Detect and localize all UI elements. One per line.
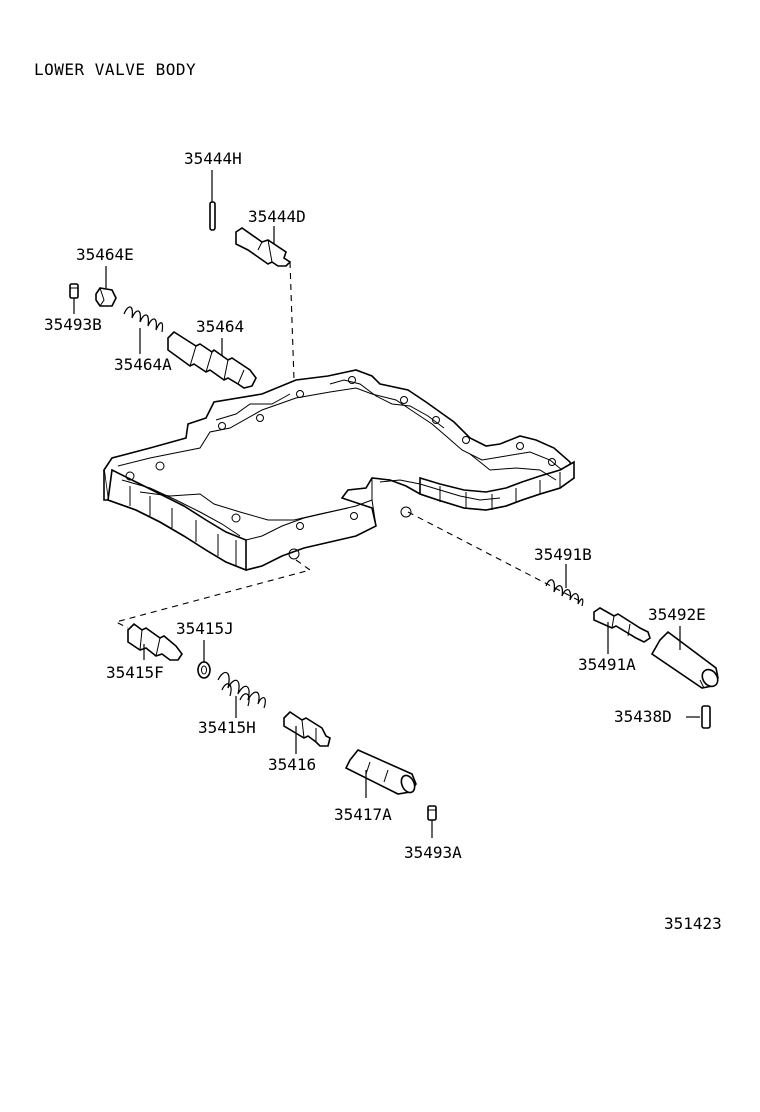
part-35415H: 35415H bbox=[198, 671, 266, 737]
valve-body-plate bbox=[103, 369, 575, 572]
label-35493B: 35493B bbox=[44, 315, 102, 334]
label-35492E: 35492E bbox=[648, 605, 706, 624]
label-35417A: 35417A bbox=[334, 805, 392, 824]
install-line-right bbox=[407, 511, 579, 601]
label-35464A: 35464A bbox=[114, 355, 172, 374]
part-35438D: 35438D bbox=[614, 705, 711, 729]
part-35493A: 35493A bbox=[404, 805, 462, 862]
label-35491A: 35491A bbox=[578, 655, 636, 674]
install-line-upper bbox=[289, 261, 295, 381]
label-35464E: 35464E bbox=[76, 245, 134, 264]
part-35444D: 35444D bbox=[235, 207, 306, 267]
part-35464A: 35464A bbox=[114, 306, 172, 374]
diagram-number: 351423 bbox=[664, 914, 722, 933]
diagram-title: LOWER VALVE BODY bbox=[34, 60, 196, 79]
part-35464: 35464 bbox=[167, 317, 257, 389]
part-35491B: 35491B bbox=[534, 545, 592, 607]
label-35415F: 35415F bbox=[106, 663, 164, 682]
label-35444D: 35444D bbox=[248, 207, 306, 226]
part-35415J: 35415J bbox=[176, 619, 234, 679]
install-line-left bbox=[114, 559, 312, 629]
label-35416: 35416 bbox=[268, 755, 316, 774]
part-35415F: 35415F bbox=[106, 622, 183, 682]
label-35491B: 35491B bbox=[534, 545, 592, 564]
label-35444H: 35444H bbox=[184, 149, 242, 168]
part-35444H: 35444H bbox=[184, 149, 242, 231]
label-35415J: 35415J bbox=[176, 619, 234, 638]
label-35438D: 35438D bbox=[614, 707, 672, 726]
part-35417A: 35417A bbox=[334, 749, 417, 824]
label-35464: 35464 bbox=[196, 317, 244, 336]
label-35493A: 35493A bbox=[404, 843, 462, 862]
part-35493B: 35493B bbox=[44, 283, 102, 334]
part-35464E: 35464E bbox=[76, 245, 134, 307]
part-35416: 35416 bbox=[268, 710, 331, 774]
part-35492E: 35492E bbox=[648, 605, 719, 689]
label-35415H: 35415H bbox=[198, 718, 256, 737]
part-35491A: 35491A bbox=[578, 607, 651, 674]
